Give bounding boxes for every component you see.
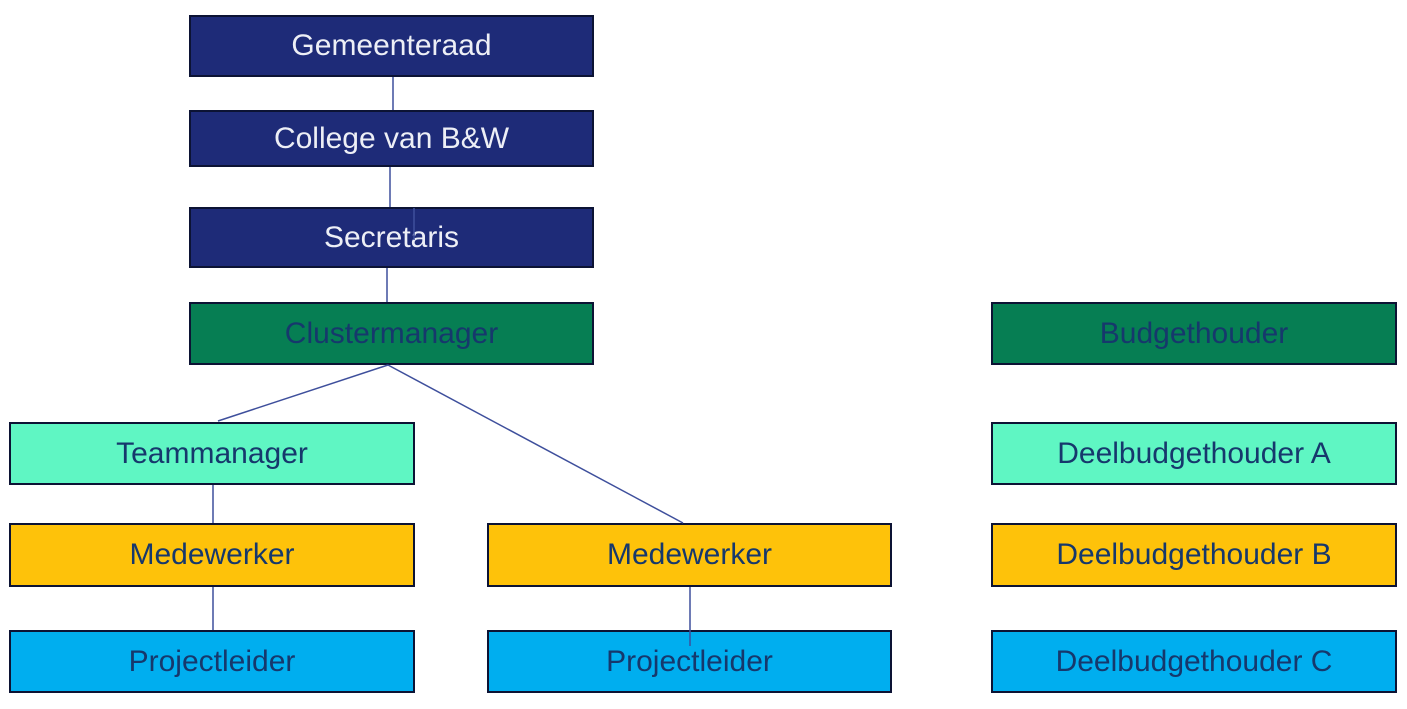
edge-clustermanager-teammanager bbox=[217, 364, 389, 422]
org-node-teammanager-label: Teammanager bbox=[116, 436, 308, 470]
org-node-secretaris-label: Secretaris bbox=[323, 220, 460, 254]
org-node-deelbudgethouder-b-label: Deelbudgethouder B bbox=[1056, 538, 1332, 571]
org-node-college-van-bw-label: College van B&W bbox=[273, 121, 510, 155]
org-node-deelbudgethouder-c: Deelbudgethouder C bbox=[991, 630, 1397, 693]
org-node-budgethouder: Budgethouder bbox=[991, 302, 1397, 365]
org-node-gemeenteraad: Gemeenteraad bbox=[189, 15, 594, 77]
org-node-projectleider-links-label: Projectleider bbox=[128, 644, 296, 678]
org-node-deelbudgethouder-c-label: Deelbudgethouder C bbox=[1055, 644, 1333, 678]
org-node-medewerker-midden: Medewerker bbox=[487, 523, 892, 587]
org-node-projectleider-midden: Projectleider bbox=[487, 630, 892, 693]
org-node-projectleider-midden-label: Projectleider bbox=[606, 644, 773, 678]
org-node-college-van-bw: College van B&W bbox=[189, 110, 594, 167]
org-node-secretaris: Secretaris bbox=[189, 207, 594, 268]
org-node-medewerker-links-label: Medewerker bbox=[129, 538, 295, 571]
org-node-teammanager: Teammanager bbox=[9, 422, 415, 485]
edge-clustermanager-medewerker-midden bbox=[387, 364, 684, 524]
org-node-clustermanager-label: Clustermanager bbox=[284, 316, 499, 350]
org-node-deelbudgethouder-a-label: Deelbudgethouder A bbox=[1057, 436, 1331, 470]
org-node-deelbudgethouder-b: Deelbudgethouder B bbox=[991, 523, 1397, 587]
org-node-gemeenteraad-label: Gemeenteraad bbox=[291, 29, 492, 62]
org-node-medewerker-links: Medewerker bbox=[9, 523, 415, 587]
org-node-deelbudgethouder-a: Deelbudgethouder A bbox=[991, 422, 1397, 485]
org-node-projectleider-links: Projectleider bbox=[9, 630, 415, 693]
org-node-medewerker-midden-label: Medewerker bbox=[606, 538, 773, 571]
org-node-budgethouder-label: Budgethouder bbox=[1099, 316, 1289, 350]
org-node-clustermanager: Clustermanager bbox=[189, 302, 594, 365]
